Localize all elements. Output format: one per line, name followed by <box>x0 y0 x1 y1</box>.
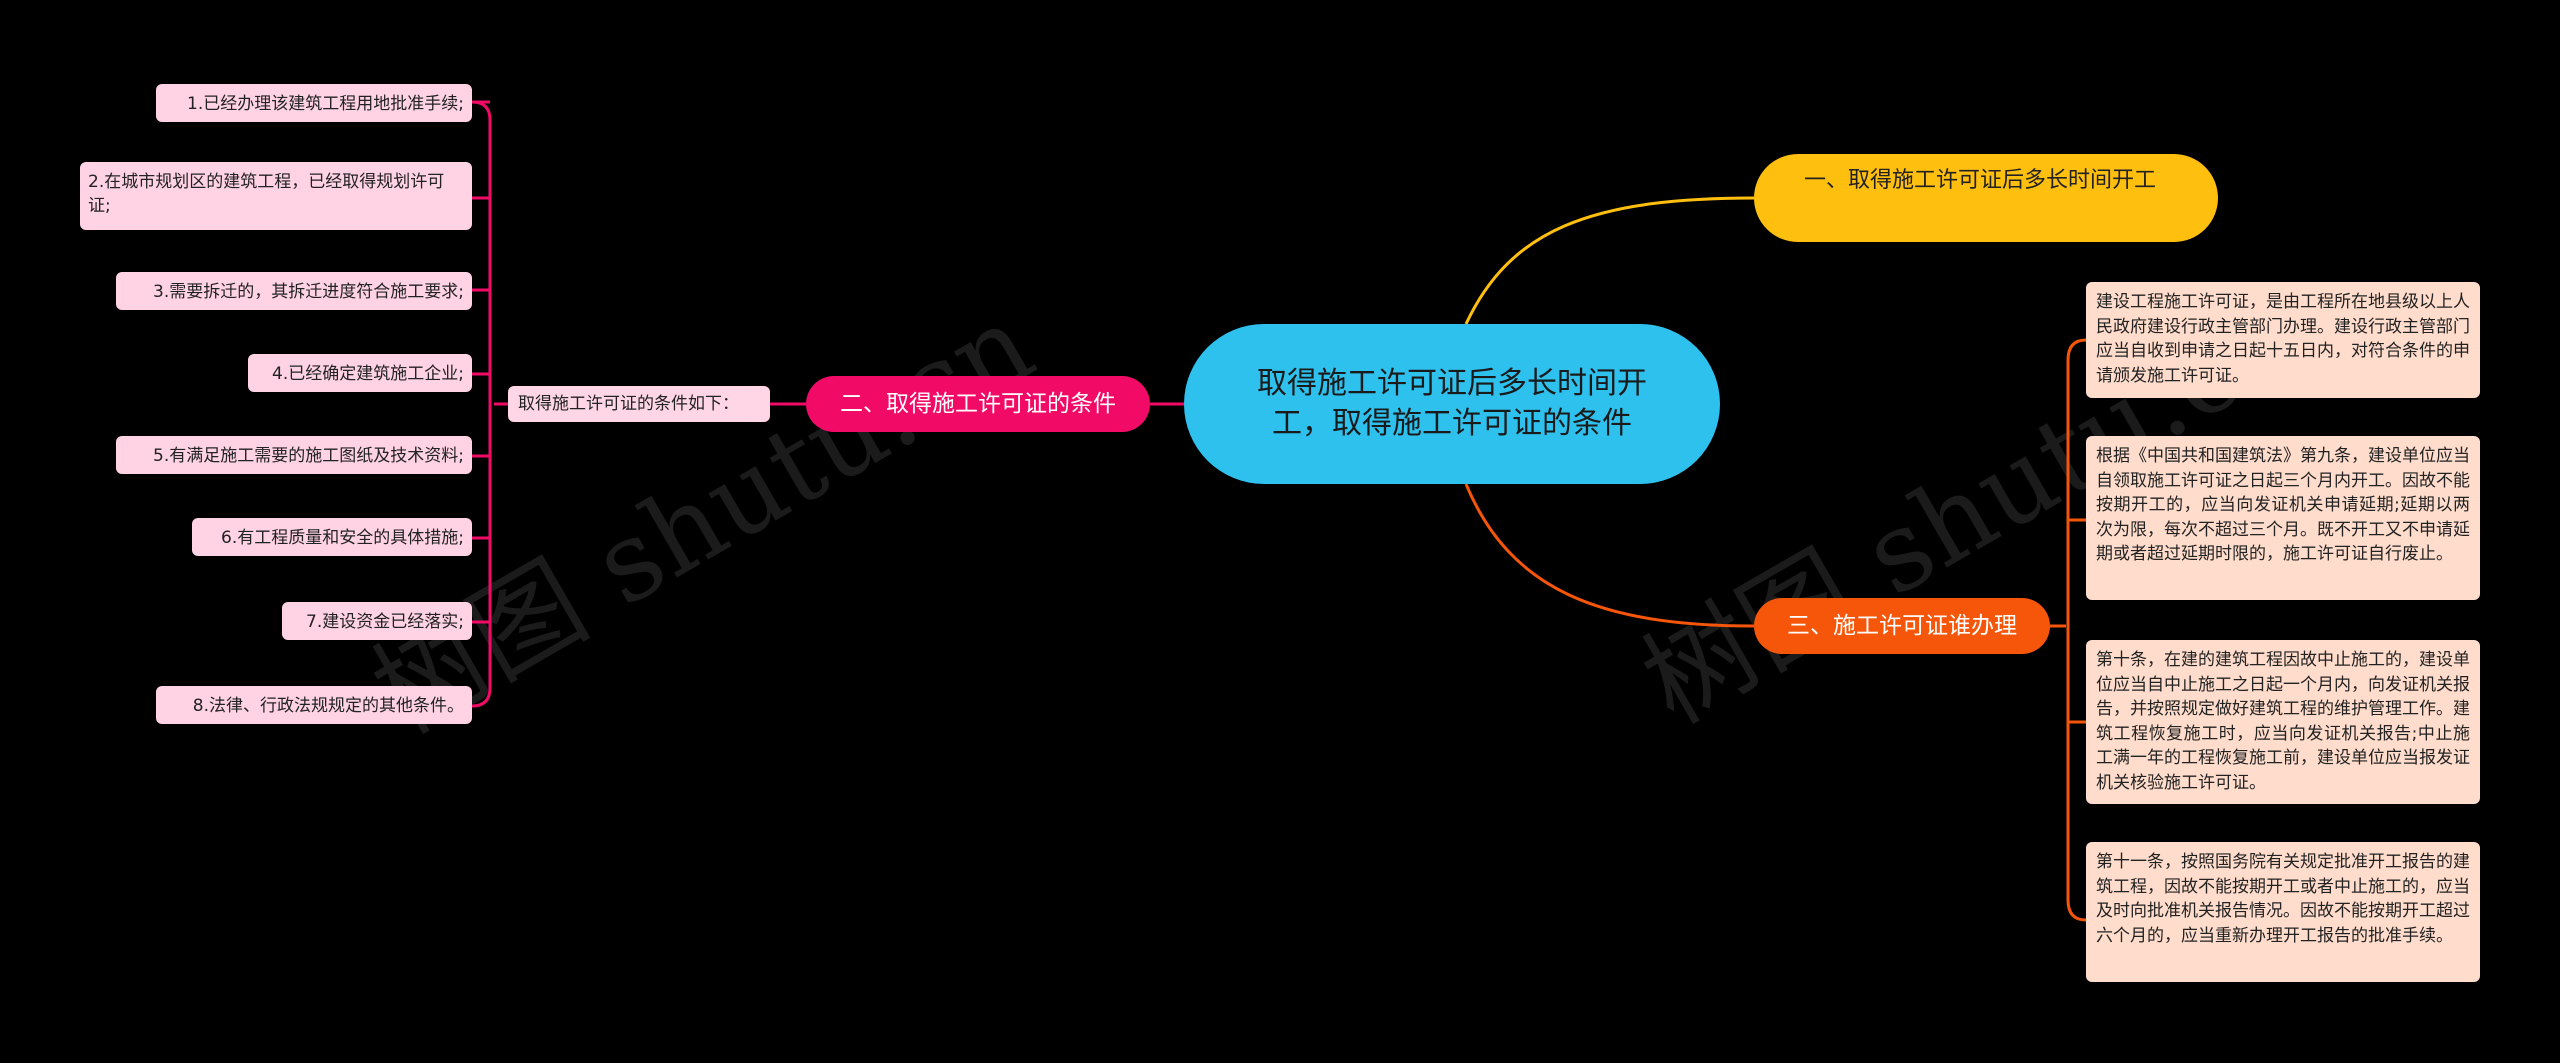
branch-start-time[interactable]: 一、取得施工许可证后多长时间开工 <box>1754 154 2218 242</box>
authority-note-text: 建设工程施工许可证，是由工程所在地县级以上人民政府建设行政主管部门办理。建设行政… <box>2096 292 2470 386</box>
condition-item-text: 6.有工程质量和安全的具体措施; <box>221 528 464 548</box>
authority-note-text: 第十条，在建的建筑工程因故中止施工的，建设单位应当自中止施工之日起一个月内，向发… <box>2096 650 2470 793</box>
condition-item[interactable]: 2.在城市规划区的建筑工程，已经取得规划许可证; <box>80 162 472 230</box>
condition-item-text: 4.已经确定建筑施工企业; <box>272 364 464 384</box>
condition-item[interactable]: 6.有工程质量和安全的具体措施; <box>192 518 472 556</box>
authority-note[interactable]: 根据《中国共和国建筑法》第九条，建设单位应当自领取施工许可证之日起三个月内开工。… <box>2086 436 2480 600</box>
link-center-branch1 <box>1464 196 1755 325</box>
right-bracket <box>2066 338 2087 922</box>
condition-item-text: 7.建设资金已经落实; <box>306 612 464 632</box>
branch-conditions-label: 二、取得施工许可证的条件 <box>840 391 1116 417</box>
branch-who-handles-label: 三、施工许可证谁办理 <box>1787 613 2017 639</box>
condition-item[interactable]: 7.建设资金已经落实; <box>282 602 472 640</box>
condition-item-text: 2.在城市规划区的建筑工程，已经取得规划许可证; <box>88 172 445 216</box>
condition-item[interactable]: 4.已经确定建筑施工企业; <box>248 354 472 392</box>
authority-note[interactable]: 第十一条，按照国务院有关规定批准开工报告的建筑工程，因故不能按期开工或者中止施工… <box>2086 842 2480 982</box>
condition-item-text: 5.有满足施工需要的施工图纸及技术资料; <box>153 446 464 466</box>
central-topic[interactable]: 取得施工许可证后多长时间开工，取得施工许可证的条件 <box>1184 324 1720 484</box>
branch-conditions[interactable]: 二、取得施工许可证的条件 <box>806 376 1150 432</box>
authority-note[interactable]: 第十条，在建的建筑工程因故中止施工的，建设单位应当自中止施工之日起一个月内，向发… <box>2086 640 2480 804</box>
branch-start-time-label: 一、取得施工许可证后多长时间开工 <box>1804 168 2157 193</box>
condition-item[interactable]: 1.已经办理该建筑工程用地批准手续; <box>156 84 472 122</box>
condition-item-text: 3.需要拆迁的，其拆迁进度符合施工要求; <box>153 282 464 302</box>
left-bracket <box>471 100 492 708</box>
condition-item[interactable]: 3.需要拆迁的，其拆迁进度符合施工要求; <box>116 272 472 310</box>
condition-item-text: 1.已经办理该建筑工程用地批准手续; <box>187 94 464 114</box>
authority-note-text: 第十一条，按照国务院有关规定批准开工报告的建筑工程，因故不能按期开工或者中止施工… <box>2096 852 2470 946</box>
condition-item-text: 8.法律、行政法规规定的其他条件。 <box>192 696 464 716</box>
central-topic-label: 取得施工许可证后多长时间开工，取得施工许可证的条件 <box>1257 366 1647 441</box>
conditions-intro-label: 取得施工许可证的条件如下： <box>518 394 739 414</box>
authority-note[interactable]: 建设工程施工许可证，是由工程所在地县级以上人民政府建设行政主管部门办理。建设行政… <box>2086 282 2480 398</box>
branch-who-handles[interactable]: 三、施工许可证谁办理 <box>1754 598 2050 654</box>
condition-item[interactable]: 8.法律、行政法规规定的其他条件。 <box>156 686 472 724</box>
conditions-intro[interactable]: 取得施工许可证的条件如下： <box>508 386 770 422</box>
link-center-branch3 <box>1464 483 1755 628</box>
authority-note-text: 根据《中国共和国建筑法》第九条，建设单位应当自领取施工许可证之日起三个月内开工。… <box>2096 446 2470 564</box>
condition-item[interactable]: 5.有满足施工需要的施工图纸及技术资料; <box>116 436 472 474</box>
